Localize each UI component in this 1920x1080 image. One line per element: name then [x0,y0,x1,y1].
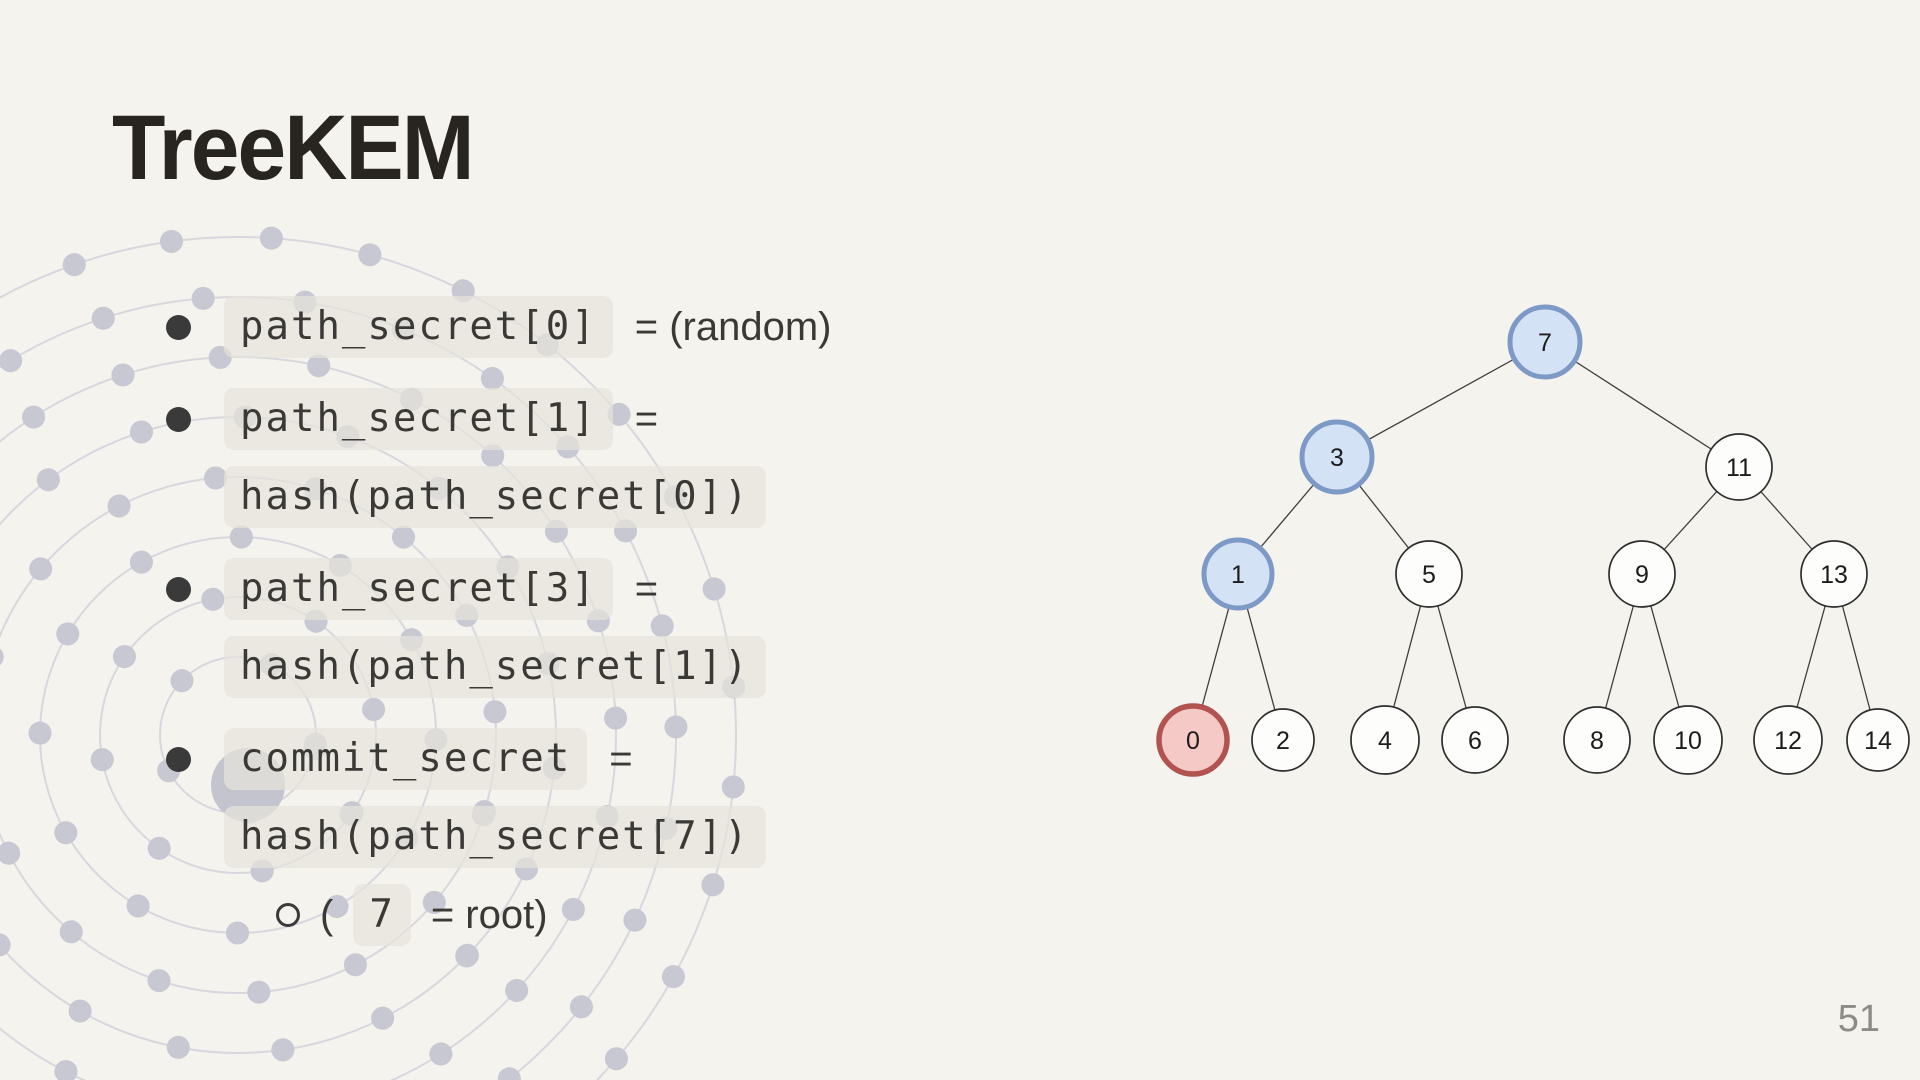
tree-edge-7-11 [1544,341,1740,468]
tree-node-13-circle [1800,540,1868,608]
tree-edge-7-3 [1336,341,1546,458]
tree-node-7: 7 [1507,304,1583,380]
tree-node-3-circle [1299,419,1375,495]
tree-node-11-label: 11 [1726,454,1752,482]
tree-node-8: 8 [1563,706,1631,774]
tree-node-13: 13 [1800,540,1868,608]
tree-node-12-label: 12 [1774,727,1802,755]
tree-node-8-circle [1563,706,1631,774]
tree-node-3-label: 3 [1330,444,1344,472]
tree-node-0-circle [1156,703,1230,777]
tree-node-9: 9 [1608,540,1676,608]
slide-title: TreeKEM [112,97,475,199]
tree-node-10: 10 [1653,705,1723,775]
tree-node-4: 4 [1350,705,1420,775]
tree-node-14: 14 [1846,708,1910,772]
tree-node-12: 12 [1753,705,1823,775]
tree-node-6-label: 6 [1468,727,1482,755]
tree-node-5-label: 5 [1422,561,1436,589]
tree-node-10-label: 10 [1674,727,1702,755]
tree-node-9-circle [1608,540,1676,608]
tree-node-1-label: 1 [1231,561,1245,589]
tree-node-5-circle [1395,540,1463,608]
tree-node-8-label: 8 [1590,727,1604,755]
tree-nodes: 7 3 11 1 5 9 1 [1156,304,1910,777]
tree-node-4-circle [1350,705,1420,775]
tree-node-2-circle [1251,708,1315,772]
tree-node-7-circle [1507,304,1583,380]
tree-node-6: 6 [1441,706,1509,774]
tree-node-2-label: 2 [1276,727,1290,755]
tree-node-1-circle [1201,537,1275,611]
tree-node-9-label: 9 [1635,561,1649,589]
tree-node-3: 3 [1299,419,1375,495]
tree-node-4-label: 4 [1378,727,1392,755]
page-number: 51 [1837,998,1880,1040]
tree-node-0: 0 [1156,703,1230,777]
tree-node-14-circle [1846,708,1910,772]
tree-node-7-label: 7 [1538,329,1552,357]
tree-node-0-label: 0 [1186,727,1200,755]
tree-edges [1192,341,1879,741]
tree-node-5: 5 [1395,540,1463,608]
tree-node-11-circle [1705,433,1773,501]
tree-node-11: 11 [1705,433,1773,501]
tree-node-14-label: 14 [1864,727,1892,755]
tree-node-1: 1 [1201,537,1275,611]
tree-node-2: 2 [1251,708,1315,772]
tree-node-13-label: 13 [1820,561,1848,589]
tree-node-6-circle [1441,706,1509,774]
tree-node-12-circle [1753,705,1823,775]
tree-node-10-circle [1653,705,1723,775]
